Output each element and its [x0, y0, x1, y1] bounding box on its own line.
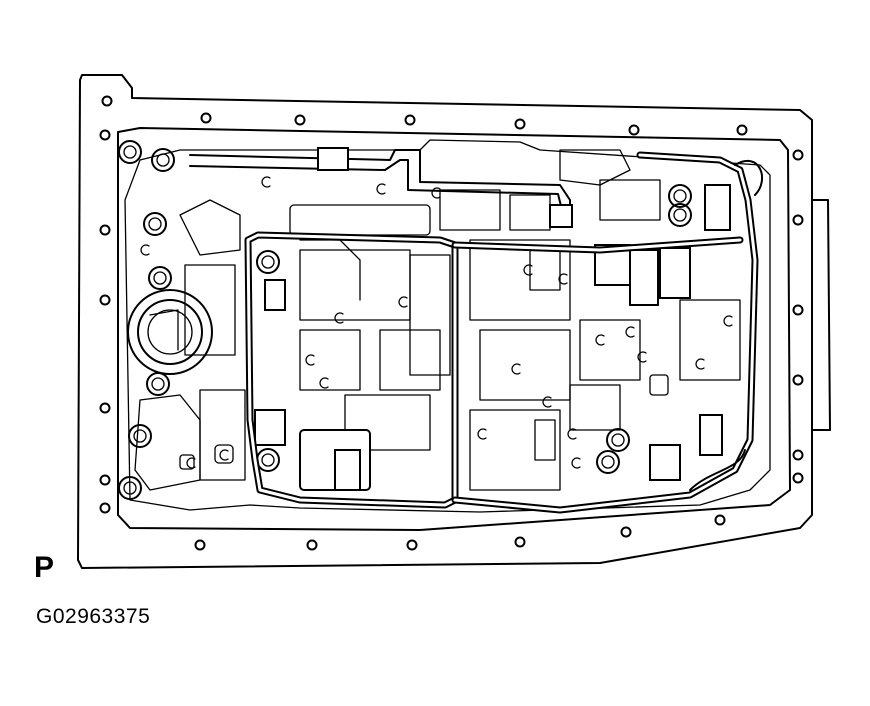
bolt-hole — [404, 114, 416, 126]
case-side-flange — [811, 199, 831, 431]
bolt-hole — [792, 449, 804, 461]
flange-bolt-holes — [99, 95, 804, 551]
c-clip-mark — [431, 187, 441, 199]
valve-body-bolt — [606, 428, 630, 452]
c-clip-mark — [334, 312, 344, 324]
c-clip-mark — [186, 457, 196, 469]
oil-pan-gasket-outline — [117, 127, 791, 531]
c-clip-mark — [723, 315, 733, 327]
c-clip-mark — [477, 428, 487, 440]
left-valve-column — [134, 199, 246, 491]
bolt-hole — [99, 502, 111, 514]
valve-body-bolt — [668, 203, 692, 227]
bolt-hole — [514, 118, 526, 130]
bolt-hole — [736, 124, 748, 136]
bolt-hole — [99, 129, 111, 141]
valve-body-bolt — [148, 266, 172, 290]
valve-body-bolt — [256, 448, 280, 472]
view-label: P — [34, 551, 55, 584]
c-clip-mark — [523, 264, 533, 276]
valve-body-bolts — [118, 140, 692, 500]
c-clip-mark — [376, 183, 386, 195]
valve-body-bolt — [118, 476, 142, 500]
solenoid-valves — [254, 184, 731, 491]
bolt-hole — [99, 402, 111, 414]
c-clip-mark — [558, 273, 568, 285]
valve-body-bolt — [118, 140, 142, 164]
c-clip-mark — [140, 244, 150, 256]
bolt-hole — [406, 539, 418, 551]
valve-body-bolt — [143, 212, 167, 236]
bolt-hole — [194, 539, 206, 551]
oil-tube — [189, 147, 573, 228]
bolt-hole — [200, 112, 212, 124]
valve-body-bolt — [146, 372, 170, 396]
valve-body-bolt — [128, 424, 152, 448]
c-clip-mark — [567, 428, 577, 440]
figure-code: G02963375 — [36, 605, 151, 628]
c-clip-mark — [637, 351, 647, 363]
bolt-hole — [99, 474, 111, 486]
transmission-case-outline — [77, 74, 813, 569]
bolt-hole — [792, 374, 804, 386]
bolt-hole — [792, 472, 804, 484]
bolt-hole — [101, 95, 113, 107]
c-clip-mark — [595, 334, 605, 346]
bolt-hole — [792, 214, 804, 226]
bolt-hole — [306, 539, 318, 551]
c-clip-mark — [511, 363, 521, 375]
valve-body-plate — [124, 139, 771, 513]
bolt-hole — [714, 514, 726, 526]
bolt-hole — [294, 114, 306, 126]
bolt-hole — [628, 124, 640, 136]
c-clip-mark — [542, 396, 552, 408]
valve-body-bolt — [256, 250, 280, 274]
bolt-hole — [792, 149, 804, 161]
valve-body-bolt — [668, 184, 692, 208]
c-clip-mark — [261, 176, 271, 188]
bolt-hole — [99, 224, 111, 236]
c-clip-mark — [571, 457, 581, 469]
c-clip-mark — [398, 296, 408, 308]
bolt-hole — [99, 294, 111, 306]
detail-marks — [140, 176, 733, 469]
c-clip-mark — [625, 326, 635, 338]
bolt-hole — [514, 536, 526, 548]
valve-body-bolt — [596, 450, 620, 474]
oil-strainer-port — [127, 289, 213, 375]
bolt-hole — [792, 304, 804, 316]
valve-body-bolt — [151, 148, 175, 172]
c-clip-mark — [319, 377, 329, 389]
bolt-hole — [620, 526, 632, 538]
c-clip-mark — [305, 354, 315, 366]
c-clip-mark — [219, 449, 229, 461]
c-clip-mark — [695, 358, 705, 370]
wire-harness — [244, 151, 764, 514]
